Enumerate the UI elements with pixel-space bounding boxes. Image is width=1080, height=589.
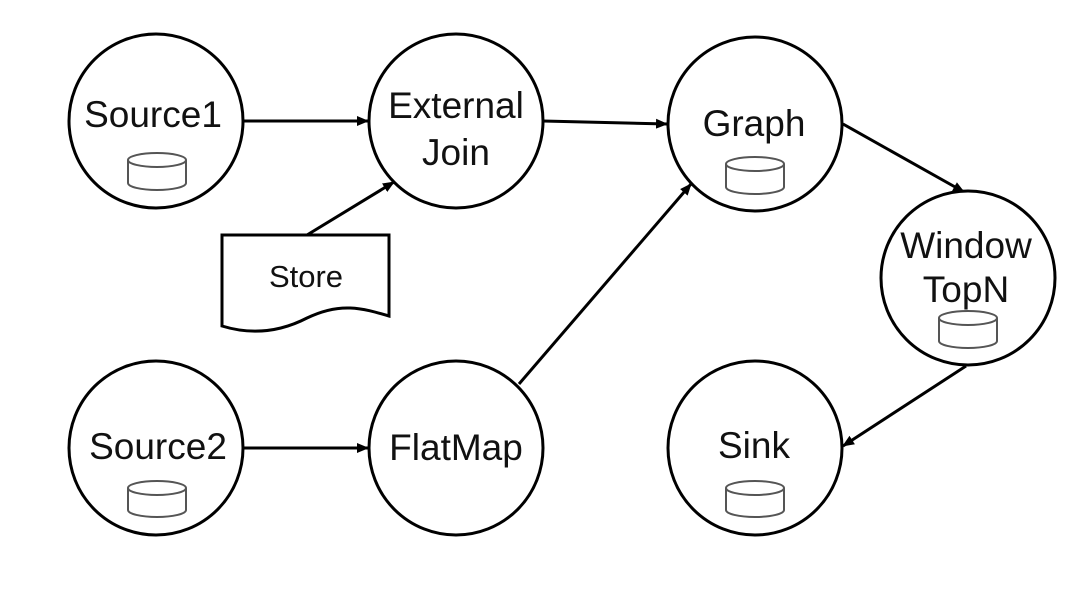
node-sink: Sink	[666, 359, 844, 537]
node-window-topn-label-line1: Window	[900, 225, 1032, 266]
database-icon	[127, 480, 187, 518]
node-window-topn: Window TopN	[879, 189, 1057, 367]
node-graph-label: Graph	[703, 103, 806, 144]
node-flatmap-circle	[367, 359, 545, 537]
edge-store-to-external-join	[306, 180, 395, 237]
database-icon	[725, 156, 785, 195]
edge-external-join-to-graph	[542, 118, 668, 129]
database-icon	[127, 152, 187, 191]
node-graph-circle	[666, 35, 844, 213]
node-sink-label: Sink	[718, 425, 790, 466]
edge-graph-to-window-topn	[842, 122, 965, 194]
node-source1: Source1	[67, 32, 245, 210]
node-source1-label: Source1	[84, 94, 222, 135]
node-source2: Source2	[67, 359, 245, 537]
store-document-shape	[220, 233, 391, 333]
node-sink-circle	[666, 359, 844, 537]
node-external-join-label-line2: Join	[422, 132, 490, 173]
node-source2-circle	[67, 359, 245, 537]
store-label: Store	[269, 259, 343, 294]
edge-flatmap-to-graph	[517, 183, 693, 385]
database-icon	[938, 310, 998, 349]
node-external-join-label-line1: External	[388, 85, 524, 126]
node-flatmap-label: FlatMap	[389, 427, 523, 468]
node-source2-label: Source2	[89, 426, 227, 467]
node-window-topn-label-line2: TopN	[923, 269, 1009, 310]
node-window-topn-circle	[879, 189, 1057, 367]
store-document: Store	[220, 233, 391, 333]
database-icon	[725, 480, 785, 518]
edge-window-topn-to-sink	[842, 364, 967, 448]
node-flatmap: FlatMap	[367, 359, 545, 537]
node-graph: Graph	[666, 35, 844, 213]
node-source1-circle	[67, 32, 245, 210]
node-external-join: External Join	[367, 32, 545, 210]
node-external-join-circle	[367, 32, 545, 210]
